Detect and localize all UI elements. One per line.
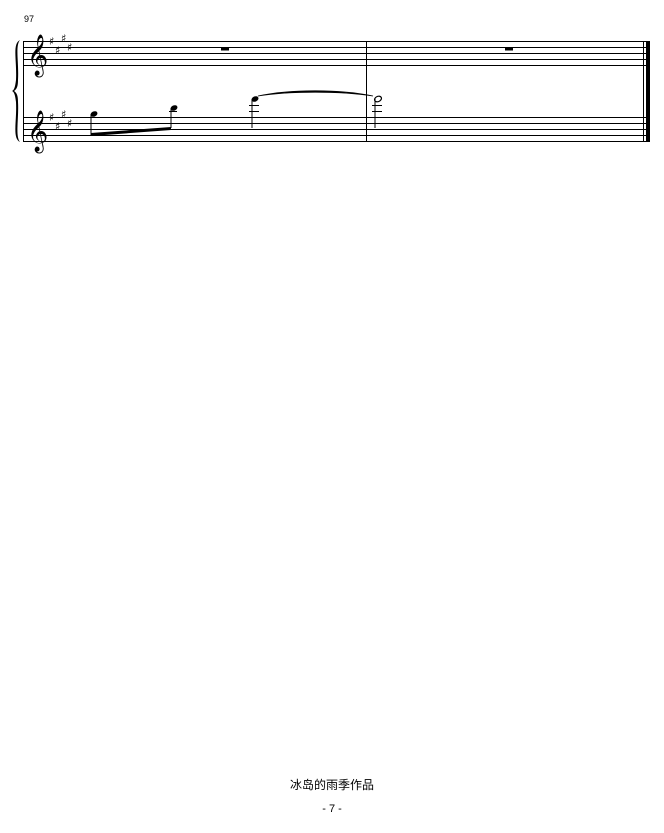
upper-staff-lines [23, 41, 650, 66]
treble-clef-icon: 𝄞 [27, 110, 48, 153]
whole-rest-icon [505, 47, 513, 51]
svg-text:♯: ♯ [67, 41, 72, 54]
treble-clef-icon: 𝄞 [27, 34, 48, 77]
footer-credit: 冰岛的雨季作品 [289, 778, 374, 792]
svg-text:♯: ♯ [61, 108, 66, 121]
lower-staff-lines [23, 117, 650, 142]
page-number: - 7 - [322, 803, 342, 815]
svg-text:♯: ♯ [49, 111, 54, 124]
quarter-note [249, 96, 259, 128]
whole-rest-icon [221, 47, 229, 51]
measure-number: 97 [24, 14, 35, 24]
key-signature-sharps-icon: ♯ ♯ ♯ ♯ [49, 108, 72, 133]
half-note [372, 95, 383, 128]
svg-text:♯: ♯ [61, 32, 66, 45]
beamed-eighth-notes [90, 105, 178, 136]
svg-text:♯: ♯ [49, 35, 54, 48]
svg-text:♯: ♯ [55, 44, 60, 57]
brace-icon [12, 40, 20, 142]
key-signature-sharps-icon: ♯ ♯ ♯ ♯ [49, 32, 72, 57]
svg-text:♯: ♯ [67, 117, 72, 130]
svg-text:♯: ♯ [55, 120, 60, 133]
score-system: 𝄞 𝄞 ♯ ♯ ♯ ♯ ♯ ♯ ♯ ♯ [12, 32, 650, 153]
tie-icon [257, 90, 374, 97]
final-barline [643, 41, 650, 142]
